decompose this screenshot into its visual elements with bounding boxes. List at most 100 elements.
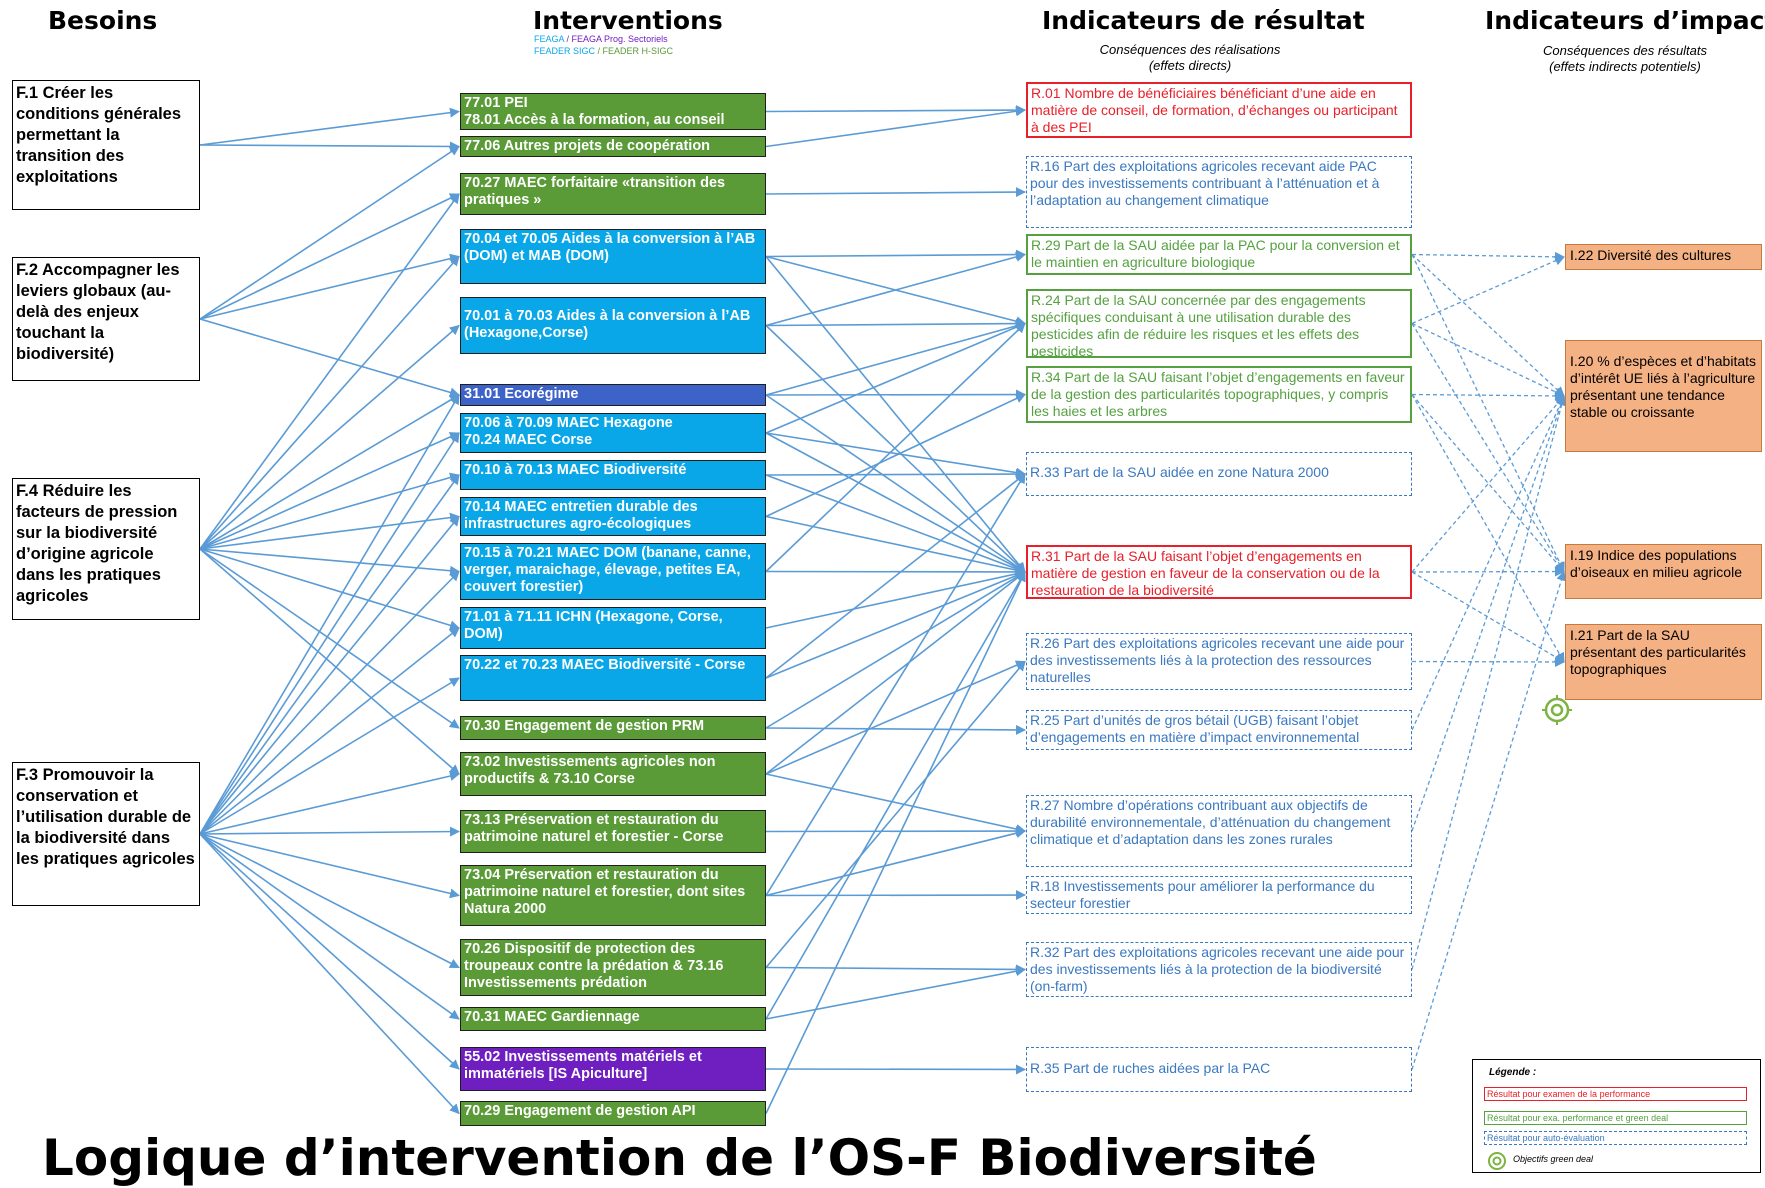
result-r35: R.35 Part de ruches aidées par la PAC [1026, 1047, 1412, 1092]
intervention-73-04: 73.04 Préservation et restauration du pa… [460, 865, 766, 926]
intervention-70-01: 70.01 à 70.03 Aides à la conversion à l’… [460, 297, 766, 354]
intervention-73-02: 73.02 Investissements agricoles non prod… [460, 752, 766, 796]
legend-box: Légende : Résultat pour examen de la per… [1472, 1059, 1761, 1173]
need-intervention-arrow [199, 512, 460, 550]
intervention-result-arrow [765, 826, 1026, 837]
intervention-result-arrow [765, 389, 1026, 400]
fund-feader-hsigc: FEADER H-SIGC [602, 46, 674, 56]
result-impact-arrow [1411, 390, 1565, 401]
impact-i19: I.19 Indice des populations d’oiseaux en… [1565, 544, 1762, 599]
intervention-result-arrow [765, 252, 1026, 327]
legend-red: Résultat pour examen de la performance [1484, 1087, 1747, 1101]
fund-feaga: FEAGA [534, 34, 565, 44]
need-intervention-arrow [199, 318, 460, 398]
need-intervention-arrow [199, 826, 460, 837]
intervention-result-arrow [765, 515, 1026, 576]
fund-feader-sigc: FEADER SIGC [534, 46, 596, 56]
intervention-70-04: 70.04 et 70.05 Aides à la conversion à l… [460, 229, 766, 284]
result-r32: R.32 Part des exploitations agricoles re… [1026, 942, 1412, 997]
intervention-result-arrow [765, 890, 1026, 901]
result-r18: R.18 Investissements pour améliorer la p… [1026, 876, 1412, 914]
impact-i20: I.20 % d’espèces et d’habitats d’intérêt… [1565, 340, 1762, 452]
intervention-70-14: 70.14 MAEC entretien durable des infrast… [460, 497, 766, 536]
result-impact-arrow [1411, 394, 1565, 663]
need-intervention-arrow [199, 570, 460, 835]
legend-green: Résultat pour exa. performance et green … [1484, 1111, 1747, 1125]
intervention-result-arrow [765, 473, 1026, 896]
intervention-result-arrow [765, 570, 1026, 679]
legend-green-deal: Objectifs green deal [1513, 1154, 1594, 1164]
intervention-result-arrow [765, 571, 1026, 1114]
need-intervention-arrow [199, 771, 460, 835]
result-impact-arrow [1411, 571, 1565, 663]
result-impact-arrow [1411, 256, 1565, 325]
need-intervention-arrow [199, 833, 460, 969]
need-intervention-arrow [199, 324, 460, 550]
intervention-result-arrow [765, 1064, 1026, 1075]
need-intervention-arrow [199, 548, 460, 775]
result-impact-arrow [1411, 395, 1565, 573]
intervention-result-arrow [765, 473, 1026, 679]
intervention-result-arrow [765, 187, 1026, 198]
intervention-result-arrow [765, 660, 1026, 775]
intervention-result-arrow [765, 432, 1026, 573]
need-intervention-arrow [199, 833, 460, 899]
header-impact-sub: Conséquences des résultats (effets indir… [1542, 43, 1708, 74]
need-intervention-arrow [199, 145, 460, 320]
intervention-70-10: 70.10 à 70.13 MAEC Biodiversité [460, 460, 766, 490]
intervention-31-01: 31.01 Ecorégime [460, 384, 766, 406]
need-intervention-arrow [199, 255, 460, 550]
intervention-result-arrow [765, 322, 1026, 573]
need-intervention-arrow [199, 833, 460, 1115]
need-intervention-arrow [199, 472, 460, 550]
intervention-70-29: 70.29 Engagement de gestion API [460, 1101, 766, 1126]
legend-blue: Résultat pour auto-évaluation [1484, 1131, 1747, 1145]
impact-i22: I.22 Diversité des cultures [1565, 244, 1762, 270]
intervention-result-arrow [765, 105, 1026, 116]
need-intervention-arrow [199, 394, 460, 835]
result-impact-arrow [1411, 254, 1565, 397]
result-r26: R.26 Part des exploitations agricoles re… [1026, 633, 1412, 690]
intervention-result-arrow [765, 724, 1026, 735]
need-f4: F.4 Réduire les facteurs de pression sur… [12, 478, 200, 620]
need-intervention-arrow [199, 627, 460, 835]
intervention-result-arrow [765, 318, 1026, 329]
need-intervention-arrow [199, 432, 460, 550]
intervention-73-13: 73.13 Préservation et restauration du pa… [460, 810, 766, 853]
header-besoins: Besoins [48, 6, 158, 35]
intervention-result-arrow [765, 322, 1026, 434]
need-intervention-arrow [199, 474, 460, 835]
need-intervention-arrow [199, 141, 460, 152]
need-intervention-arrow [199, 833, 460, 1070]
header-impact: Indicateurs d’impact [1485, 6, 1765, 35]
result-impact-arrow [1411, 656, 1565, 667]
intervention-result-arrow [765, 569, 1026, 629]
page-title: Logique d’intervention de l’OS-F Biodive… [42, 1129, 1317, 1187]
intervention-result-arrow [765, 828, 1026, 897]
need-f2: F.2 Accompagner les leviers globaux (au-… [12, 257, 200, 381]
fund-legend-line-1: FEAGA / FEAGA Prog. Sectoriels [534, 34, 668, 45]
header-resultat: Indicateurs de résultat [1042, 6, 1365, 35]
result-impact-arrow [1411, 394, 1565, 573]
fund-separator: / [595, 46, 603, 56]
need-intervention-arrow [199, 548, 460, 729]
intervention-result-arrow [765, 773, 1026, 834]
intervention-result-arrow [765, 249, 1026, 260]
need-intervention-arrow [199, 432, 460, 835]
intervention-result-arrow [765, 660, 1026, 969]
intervention-55-02: 55.02 Investissements matériels et immat… [460, 1047, 766, 1091]
intervention-result-arrow [765, 566, 1026, 577]
intervention-result-arrow [765, 571, 1026, 775]
need-intervention-arrow [199, 193, 460, 320]
impact-i21: I.21 Part de la SAU présentant des parti… [1565, 624, 1762, 700]
result-impact-arrow [1411, 322, 1565, 397]
intervention-77-01: 77.01 PEI 78.01 Accès à la formation, au… [460, 93, 766, 130]
need-intervention-arrow [199, 677, 460, 835]
result-impact-arrow [1411, 395, 1566, 832]
fund-legend-line-2: FEADER SIGC / FEADER H-SIGC [534, 46, 673, 57]
legend-title: Légende : [1489, 1067, 1537, 1078]
intervention-result-arrow [765, 571, 1026, 1020]
intervention-result-arrow [765, 432, 1026, 478]
intervention-70-27: 70.27 MAEC forfaitaire «transition des p… [460, 173, 766, 215]
